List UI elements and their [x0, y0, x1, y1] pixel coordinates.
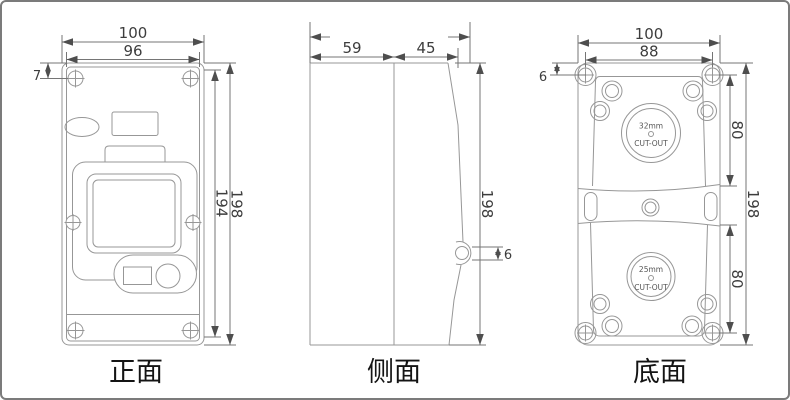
front-dimension-lines [40, 35, 236, 346]
front-dimension-arrows [45, 38, 234, 345]
bottom-cutout-32mm [621, 103, 681, 163]
front-dim-height-inner: 194 [213, 189, 231, 218]
front-oval-window [64, 117, 100, 137]
bottom-knockouts-upper [590, 80, 717, 121]
cutout-25mm-label-text: CUT-OUT [634, 283, 668, 292]
bottom-upper-panel [592, 76, 706, 187]
front-handle [113, 254, 197, 294]
side-view-outline [309, 62, 472, 346]
bottom-dim-lower-half: 80 [728, 269, 746, 288]
front-view-label: 正面 [109, 357, 163, 388]
side-latch-pin [455, 246, 469, 260]
front-window-frame [86, 173, 182, 254]
front-view-outline [61, 62, 205, 346]
bottom-view: 100 88 6 80 80 198 32mm CUT-OUT 25mm CUT… [539, 25, 762, 388]
bottom-view-label: 底面 [633, 357, 687, 388]
bottom-left-slot [584, 192, 598, 221]
side-dim-height: 198 [478, 190, 496, 219]
front-dim-width-outer: 100 [119, 24, 148, 42]
bottom-dim-upper-half: 80 [728, 120, 746, 139]
front-dim-width-inner: 96 [123, 42, 142, 60]
side-dim-latch: 6 [504, 248, 512, 263]
bottom-dimension-lines [550, 35, 753, 346]
side-lid-profile [447, 62, 464, 346]
side-dim-depth-lid: 45 [416, 39, 435, 57]
side-latch-tab [455, 241, 472, 265]
bottom-upper-seam [577, 184, 721, 192]
front-cover-bump [104, 145, 166, 162]
bottom-right-slot [704, 192, 718, 221]
bottom-knockouts-lower [590, 294, 717, 337]
front-dim-top-offset: 7 [33, 69, 41, 84]
bottom-lower-seam [577, 220, 721, 227]
bottom-dim-width-outer: 100 [635, 25, 664, 43]
front-dim-height-outer: 198 [228, 190, 246, 219]
bottom-dim-hole-offset: 6 [539, 70, 547, 85]
side-view-label: 侧面 [367, 357, 421, 388]
side-dimension-lines [309, 22, 503, 346]
side-dim-depth-base: 59 [342, 39, 361, 57]
front-window [92, 179, 176, 248]
bottom-dim-height: 198 [744, 190, 762, 219]
front-label-plate [111, 111, 159, 136]
cutout-32mm-label-text: CUT-OUT [634, 139, 668, 148]
side-view: 59 45 198 6 侧面 [309, 22, 512, 388]
bottom-view-outline [577, 62, 721, 346]
bottom-dim-hole-span: 88 [639, 43, 658, 61]
bottom-corner-screws [574, 64, 724, 344]
cutout-25mm-size-text: 25mm [639, 265, 663, 274]
front-corner-screws [64, 69, 202, 340]
front-view: 100 96 7 194 198 正面 [33, 24, 246, 388]
cutout-32mm-size-text: 32mm [639, 122, 663, 131]
bottom-lower-panel [590, 222, 708, 337]
bottom-dimension-arrows [554, 39, 750, 345]
side-dimension-arrows [310, 33, 501, 345]
bottom-cutout-25mm [626, 252, 676, 301]
